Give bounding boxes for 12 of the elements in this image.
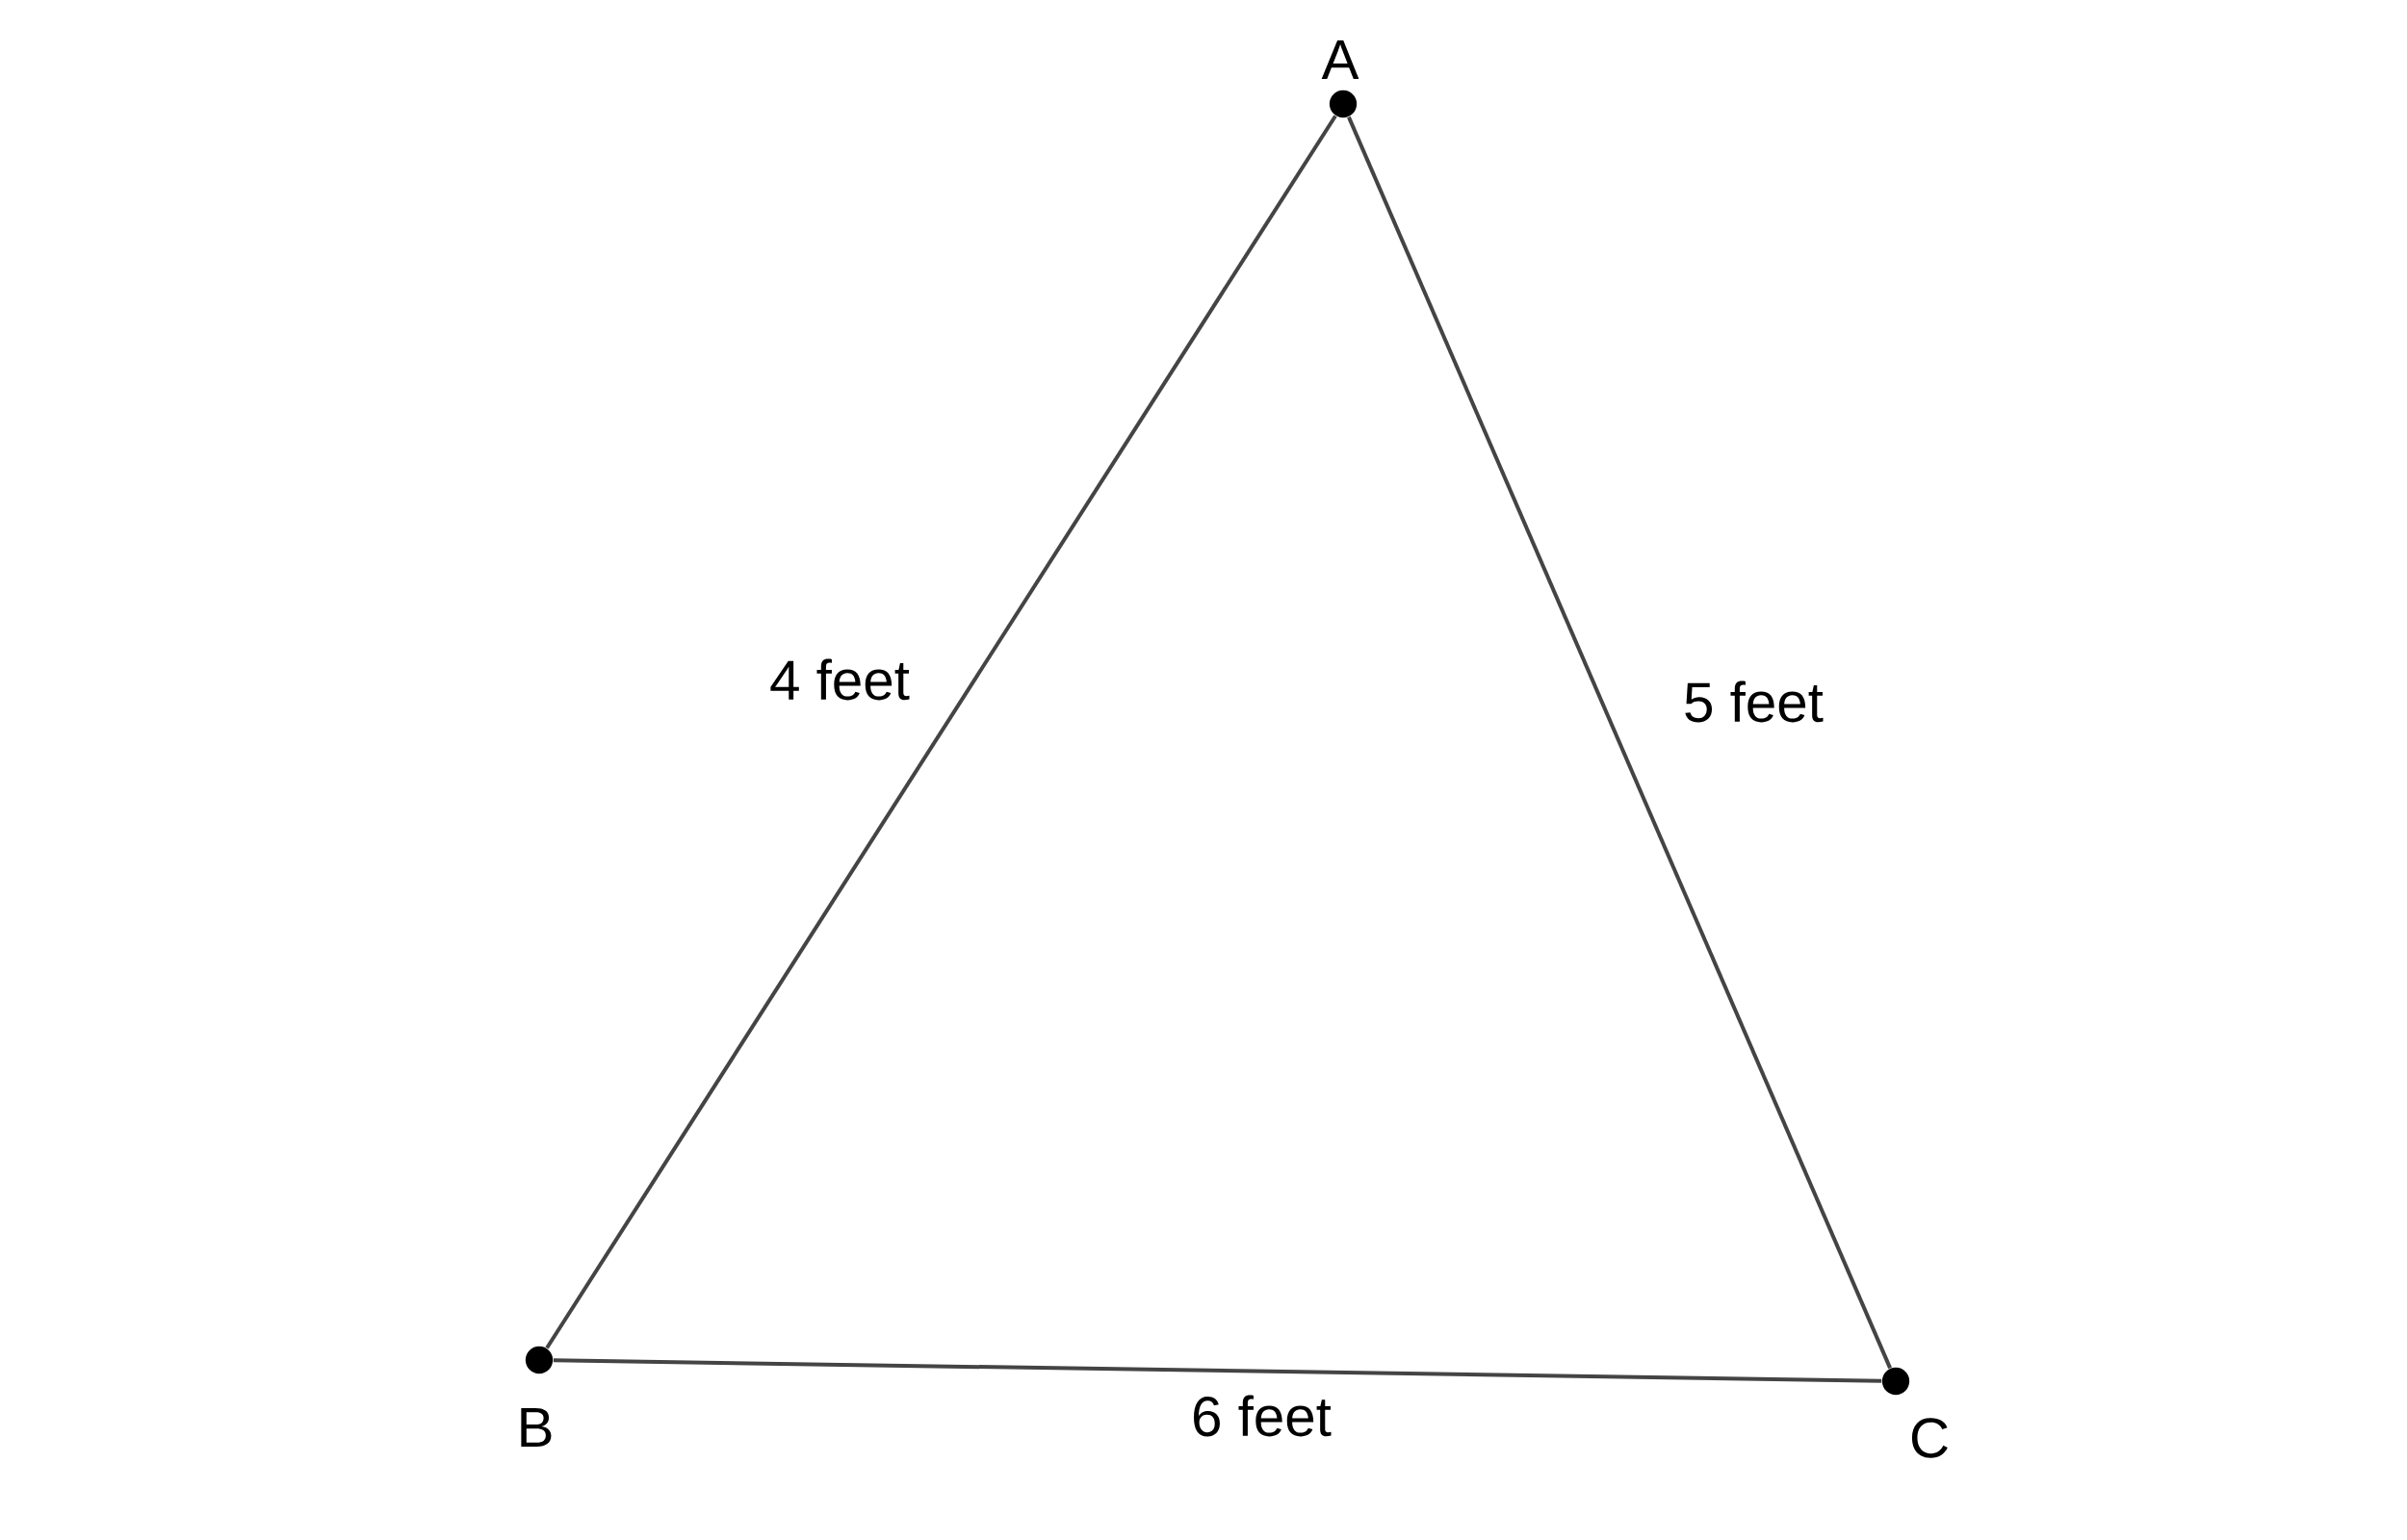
triangle-side xyxy=(545,115,1337,1349)
triangle-side xyxy=(553,1358,1882,1383)
side-length-label: 5 feet xyxy=(1679,678,1827,726)
side-length-label: 4 feet xyxy=(765,655,914,704)
node-label: A xyxy=(1321,39,1359,80)
node-label: C xyxy=(1911,1418,1948,1458)
vertex-point: A xyxy=(1321,39,1359,118)
vertex-point: C xyxy=(1881,1367,1948,1458)
triangle-side xyxy=(1347,116,1892,1370)
node-label: B xyxy=(521,1407,552,1448)
vertex-point: B xyxy=(521,1346,554,1448)
side-length-label: 6 feet xyxy=(1187,1392,1335,1440)
